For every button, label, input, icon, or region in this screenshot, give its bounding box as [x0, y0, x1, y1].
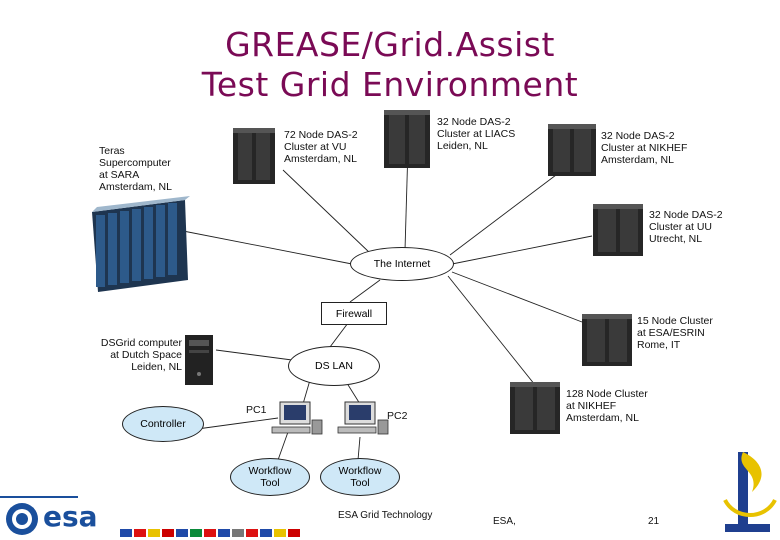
esrin-label: 15 Node Cluster at ESA/ESRIN Rome, IT	[637, 315, 713, 351]
link-controller	[189, 417, 279, 431]
link-nikhef128	[447, 275, 536, 386]
nikhef32-label: 32 Node DAS-2 Cluster at NIKHEF Amsterda…	[601, 130, 688, 166]
tower-computer-icon	[185, 335, 213, 385]
server-rack-icon	[510, 382, 560, 434]
vu-label: 72 Node DAS-2 Cluster at VU Amsterdam, N…	[284, 129, 358, 165]
link-nikhef32	[449, 171, 561, 256]
link-vu	[282, 169, 372, 255]
page-number: 21	[648, 516, 660, 527]
desktop-pc-icon	[337, 401, 389, 435]
footer-org: ESA,	[493, 516, 516, 527]
dslan-node: DS LAN	[288, 346, 380, 386]
esa-logo-text: esa	[43, 500, 98, 533]
server-rack-icon	[384, 110, 430, 168]
eu-flags-icon	[120, 529, 300, 537]
esa-logo	[6, 503, 38, 535]
internet-node: The Internet	[350, 247, 454, 281]
firewall-node: Firewall	[321, 302, 387, 325]
supercomputer-icon	[92, 196, 190, 292]
liacs-label: 32 Node DAS-2 Cluster at LIACS Leiden, N…	[437, 116, 516, 152]
desktop-pc-icon	[271, 401, 323, 435]
nikhef128-label: 128 Node Cluster at NIKHEF Amsterdam, NL	[566, 388, 648, 424]
footer-center-text: ESA Grid Technology	[338, 510, 433, 521]
controller-node: Controller	[122, 406, 204, 442]
link-uu	[451, 235, 593, 265]
workflow-tool-1: Workflow Tool	[230, 458, 310, 496]
link-workflow1	[277, 431, 289, 461]
slide-title-line1: GREASE/Grid.Assist	[225, 25, 555, 64]
server-rack-icon	[548, 124, 596, 176]
uu-label: 32 Node DAS-2 Cluster at UU Utrecht, NL	[649, 209, 723, 245]
link-teras	[177, 229, 353, 265]
link-firewall	[349, 279, 381, 303]
dsgrid-label: DSGrid computer at Dutch Space Leiden, N…	[100, 337, 182, 373]
pc1-label: PC1	[246, 404, 267, 416]
teras-label: Teras Supercomputer at SARA Amsterdam, N…	[99, 145, 172, 193]
pc2-label: PC2	[387, 410, 408, 422]
torch-logo-icon	[723, 452, 777, 532]
workflow-tool-2: Workflow Tool	[320, 458, 400, 496]
link-dsgrid	[215, 349, 293, 361]
link-workflow2	[357, 436, 361, 461]
server-rack-icon	[582, 314, 632, 366]
server-rack-icon	[233, 128, 275, 184]
link-dslan	[329, 322, 349, 348]
server-rack-icon	[593, 204, 643, 256]
link-esrin	[451, 271, 583, 323]
link-pc1	[302, 379, 311, 405]
slide-title-line2: Test Grid Environment	[201, 65, 579, 104]
